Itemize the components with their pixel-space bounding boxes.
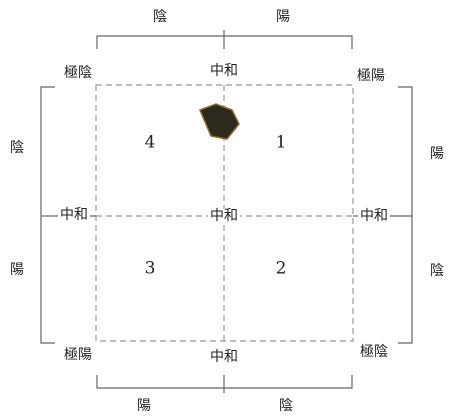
bottom-left-yang-label: 陽 bbox=[137, 399, 151, 413]
left-bracket bbox=[41, 87, 56, 343]
neutral-right-label: 中和 bbox=[358, 209, 390, 223]
quadrant-1-label: 1 bbox=[276, 135, 287, 152]
bottom-right-yin-label: 陰 bbox=[279, 399, 293, 413]
right-upper-yang-label: 陽 bbox=[430, 147, 444, 161]
bottom-bracket bbox=[97, 375, 352, 393]
corner-bottom-right-label: 極陰 bbox=[358, 345, 390, 359]
neutral-center-label: 中和 bbox=[208, 209, 240, 223]
top-right-yang-label: 陽 bbox=[276, 10, 290, 24]
hexagon-marker-icon bbox=[200, 104, 239, 139]
top-left-yin-label: 陰 bbox=[153, 10, 167, 24]
quadrant-2-label: 2 bbox=[276, 261, 287, 278]
corner-top-left-label: 極陰 bbox=[62, 66, 94, 80]
right-bracket bbox=[395, 87, 412, 343]
corner-bottom-left-label: 極陽 bbox=[62, 348, 94, 362]
neutral-top-label: 中和 bbox=[208, 64, 240, 78]
corner-top-right-label: 極陽 bbox=[355, 69, 387, 83]
left-upper-yin-label: 陰 bbox=[10, 141, 24, 155]
left-lower-yang-label: 陽 bbox=[10, 263, 24, 277]
neutral-bottom-label: 中和 bbox=[208, 350, 240, 364]
right-lower-yin-label: 陰 bbox=[430, 264, 444, 278]
top-bracket bbox=[97, 30, 352, 49]
neutral-left-label: 中和 bbox=[58, 208, 90, 222]
quadrant-4-label: 4 bbox=[145, 135, 156, 152]
quadrant-3-label: 3 bbox=[145, 261, 156, 278]
